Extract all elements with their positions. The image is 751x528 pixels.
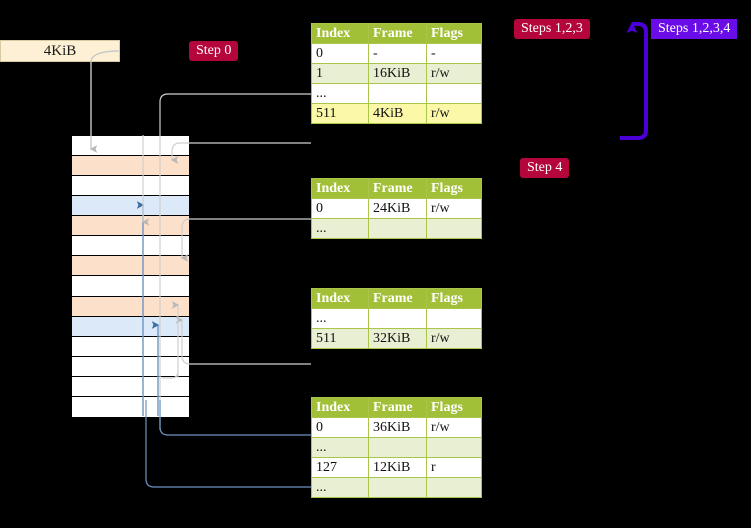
badge-step4-label: Step 4 <box>527 160 563 175</box>
cell-index: 127 <box>311 457 369 478</box>
column-header-index: Index <box>311 178 369 199</box>
table-row: 0-- <box>311 43 482 64</box>
table-row: ... <box>311 437 482 458</box>
column-header-flags: Flags <box>426 288 482 309</box>
cell-frame <box>368 308 427 329</box>
column-header-index: Index <box>311 397 369 418</box>
column-header-frame: Frame <box>368 23 427 44</box>
cell-index: 511 <box>311 103 369 124</box>
cell-index: 0 <box>311 43 369 64</box>
cell-frame: 12KiB <box>368 457 427 478</box>
cell-flags: r/w <box>426 103 482 124</box>
memory-frame-row <box>72 256 189 277</box>
cell-frame: 4KiB <box>368 103 427 124</box>
cell-index: 1 <box>311 63 369 84</box>
badge-steps1234-label: Steps 1,2,3,4 <box>658 21 731 36</box>
column-header-frame: Frame <box>368 178 427 199</box>
memory-frame-row <box>72 136 189 157</box>
cell-frame: 32KiB <box>368 328 427 349</box>
cell-flags <box>426 218 482 239</box>
table-row: ... <box>311 218 482 239</box>
cell-flags: r/w <box>426 328 482 349</box>
column-header-flags: Flags <box>426 178 482 199</box>
table-row: ... <box>311 477 482 498</box>
memory-frame-row <box>72 216 189 237</box>
cell-index: ... <box>311 83 369 104</box>
cell-index: 0 <box>311 417 369 438</box>
badge-steps123: Steps 1,2,3 <box>514 19 590 39</box>
arrow-steps1234-bracket <box>620 22 648 140</box>
memory-frame-row <box>72 196 189 217</box>
column-header-index: Index <box>311 288 369 309</box>
cell-flags: - <box>426 43 482 64</box>
table-row: ... <box>311 83 482 104</box>
table-row: ... <box>311 308 482 329</box>
cell-frame: - <box>368 43 427 64</box>
cell-frame <box>368 437 427 458</box>
memory-block-4kib: 4KiB <box>0 40 120 62</box>
badge-steps123-label: Steps 1,2,3 <box>521 21 583 36</box>
memory-block-label: 4KiB <box>43 42 77 59</box>
column-header-frame: Frame <box>368 397 427 418</box>
connector-pml4-idx511 <box>170 142 311 164</box>
cell-flags: r <box>426 457 482 478</box>
column-header-flags: Flags <box>426 23 482 44</box>
memory-frame-row <box>72 276 189 297</box>
connector-pd-idx511 <box>175 316 311 365</box>
memory-frame-row <box>72 376 189 397</box>
cell-flags <box>426 308 482 329</box>
physical-memory-grid <box>71 135 190 417</box>
cell-flags: r/w <box>426 198 482 219</box>
memory-frame-row <box>72 356 189 377</box>
column-header-frame: Frame <box>368 288 427 309</box>
cell-index: ... <box>311 308 369 329</box>
cell-index: 0 <box>311 198 369 219</box>
cell-index: ... <box>311 477 369 498</box>
cell-flags <box>426 477 482 498</box>
cell-index: 511 <box>311 328 369 349</box>
cell-frame <box>368 83 427 104</box>
badge-steps1234: Steps 1,2,3,4 <box>651 19 738 39</box>
cell-flags <box>426 437 482 458</box>
memory-frame-row <box>72 156 189 177</box>
cell-flags: r/w <box>426 63 482 84</box>
column-header-flags: Flags <box>426 397 482 418</box>
memory-frame-row <box>72 236 189 257</box>
badge-step0: Step 0 <box>189 41 239 61</box>
memory-frame-row <box>72 316 189 337</box>
column-header-index: Index <box>311 23 369 44</box>
memory-frame-row <box>72 396 189 417</box>
cell-flags <box>426 83 482 104</box>
cell-frame <box>368 218 427 239</box>
badge-step0-label: Step 0 <box>196 43 232 58</box>
cell-frame: 16KiB <box>368 63 427 84</box>
connector-pdpt-idx0 <box>180 218 311 262</box>
memory-frame-row <box>72 176 189 197</box>
cell-index: ... <box>311 437 369 458</box>
badge-step4: Step 4 <box>520 158 570 178</box>
cell-frame <box>368 477 427 498</box>
cell-frame: 24KiB <box>368 198 427 219</box>
cell-index: ... <box>311 218 369 239</box>
cell-flags: r/w <box>426 417 482 438</box>
memory-frame-row <box>72 336 189 357</box>
cell-frame: 36KiB <box>368 417 427 438</box>
memory-frame-row <box>72 296 189 317</box>
